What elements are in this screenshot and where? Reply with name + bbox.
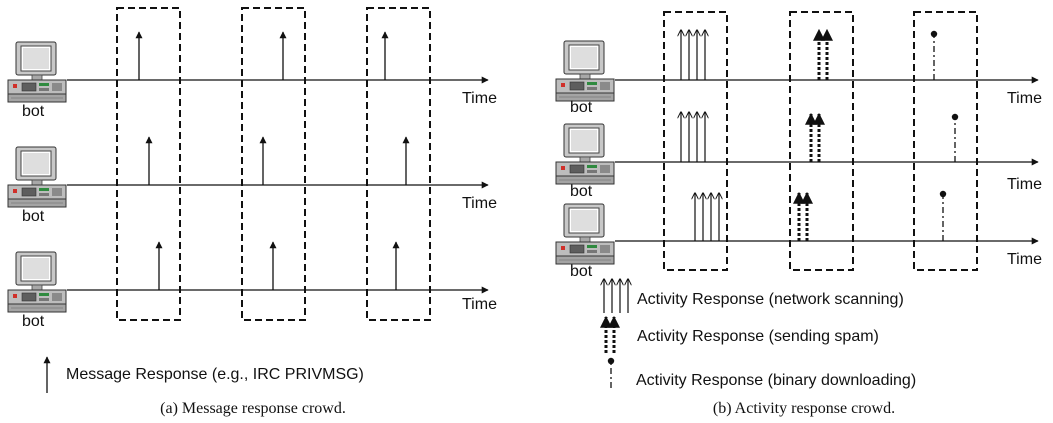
legend-binary-downloading-marker — [607, 357, 615, 388]
panel-a: bot Time bot Time bot Time Message Respo… — [7, 7, 497, 417]
bot-label: bot — [570, 183, 593, 200]
time-axis-label: Time — [1007, 176, 1042, 193]
sending-spam-arrows — [805, 112, 825, 162]
panel-b: bot Time bot Time — [555, 11, 1042, 417]
binary-downloading-marker — [951, 113, 959, 162]
legend-message-response-label: Message Response (e.g., IRC PRIVMSG) — [66, 366, 364, 383]
legend-sending-spam-arrows — [600, 315, 620, 353]
network-scanning-arrows — [681, 112, 705, 162]
time-axis-label: Time — [462, 296, 497, 313]
binary-downloading-marker — [930, 30, 938, 80]
legend-binary-downloading-label: Activity Response (binary downloading) — [636, 372, 916, 389]
bot-label: bot — [22, 208, 45, 225]
time-axis-label: Time — [462, 90, 497, 107]
caption-b: (b) Activity response crowd. — [713, 400, 895, 417]
bot-label: bot — [570, 99, 593, 116]
bot-label: bot — [570, 263, 593, 280]
bot-label: bot — [22, 313, 45, 330]
time-window-b1 — [663, 11, 728, 271]
bot-computer-icon — [555, 40, 615, 102]
sending-spam-arrows — [813, 28, 833, 80]
time-axis-label: Time — [1007, 90, 1042, 107]
network-scanning-arrows — [695, 193, 719, 241]
legend-network-scanning-arrows — [604, 279, 628, 313]
time-window-a1 — [116, 7, 181, 321]
bot-label: bot — [22, 103, 45, 120]
bot-computer-icon — [7, 41, 67, 103]
time-window-a3 — [366, 7, 431, 321]
bot-computer-icon — [555, 123, 615, 185]
bot-computer-icon — [555, 203, 615, 265]
time-axis-label: Time — [462, 195, 497, 212]
time-axis-label: Time — [1007, 251, 1042, 268]
time-window-a2 — [241, 7, 306, 321]
time-window-b3 — [913, 11, 978, 271]
time-window-b2 — [789, 11, 854, 271]
bot-computer-icon — [7, 251, 67, 313]
bot-computer-icon — [7, 146, 67, 208]
sending-spam-arrows — [793, 191, 813, 241]
legend-network-scanning-label: Activity Response (network scanning) — [637, 291, 904, 308]
binary-downloading-marker — [939, 190, 947, 241]
caption-a: (a) Message response crowd. — [160, 400, 346, 417]
network-scanning-arrows — [681, 30, 705, 80]
legend-sending-spam-label: Activity Response (sending spam) — [637, 328, 879, 345]
